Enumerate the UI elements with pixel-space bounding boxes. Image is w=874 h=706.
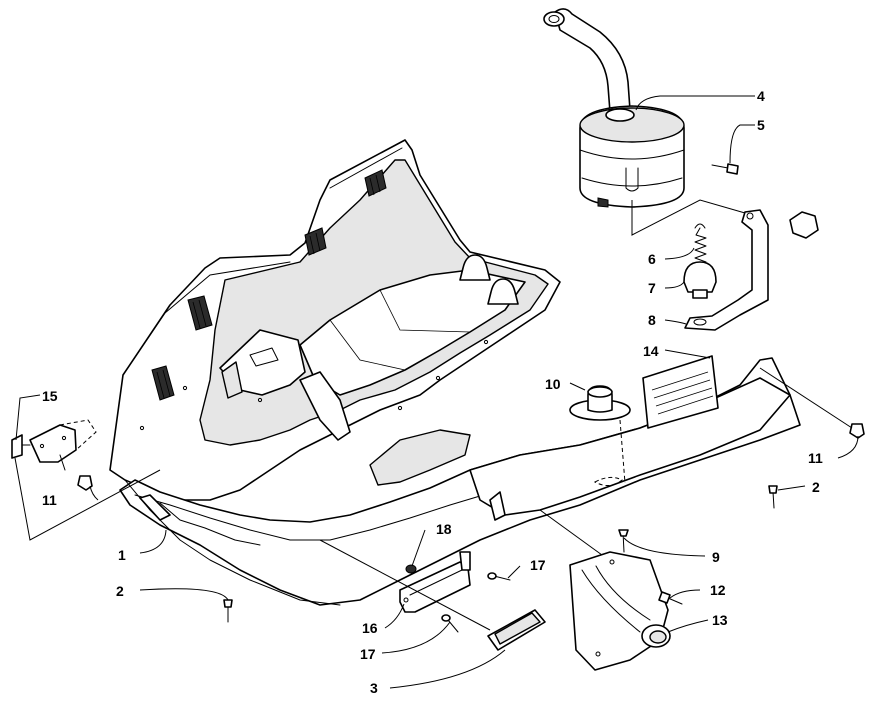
callout-4: 4 xyxy=(757,88,765,104)
rivet-part-2b xyxy=(768,485,778,509)
grommet-part-7 xyxy=(683,261,717,299)
callout-5: 5 xyxy=(757,117,765,133)
screw-part-5 xyxy=(711,163,739,175)
callout-17: 17 xyxy=(530,557,546,573)
callout-16: 16 xyxy=(362,620,378,636)
callout-10: 10 xyxy=(545,376,561,392)
bracket-part-8 xyxy=(684,209,769,331)
callout-leaders xyxy=(15,95,859,689)
callout-labels: 1 2 2 3 4 5 6 7 8 9 10 11 11 12 13 14 15… xyxy=(42,88,823,696)
callout-7: 7 xyxy=(648,280,656,296)
muffler-part xyxy=(543,8,685,208)
callout-8: 8 xyxy=(648,312,656,328)
decal-part-14 xyxy=(642,355,719,429)
callout-11: 11 xyxy=(808,450,823,466)
callout-2: 2 xyxy=(812,479,820,495)
nut-part xyxy=(789,211,819,239)
assembly-lines xyxy=(14,199,853,631)
fastener-part-11b xyxy=(849,423,865,439)
callout-3: 3 xyxy=(370,680,378,696)
belly-pan-part xyxy=(109,139,801,606)
cap-part-10 xyxy=(569,385,631,484)
washer-part-18 xyxy=(405,564,417,574)
callout-1: 1 xyxy=(118,547,126,563)
bolt-part-12 xyxy=(658,591,683,605)
callout-6: 6 xyxy=(648,251,656,267)
bolt-part-17a xyxy=(487,572,511,581)
callout-9: 9 xyxy=(712,549,720,565)
callout-14: 14 xyxy=(643,343,659,359)
fastener-part-11a xyxy=(77,475,93,491)
callout-12: 12 xyxy=(710,582,726,598)
reflector-part-3 xyxy=(487,609,546,651)
callout-18: 18 xyxy=(436,521,452,537)
bracket-part-16 xyxy=(399,551,471,613)
callout-2: 2 xyxy=(116,583,124,599)
rivet-part-2a xyxy=(223,599,233,623)
clip-part-15 xyxy=(11,419,97,471)
callout-13: 13 xyxy=(712,612,728,628)
cone-part-13 xyxy=(569,551,671,671)
callout-17: 17 xyxy=(360,646,376,662)
rivet-part-9 xyxy=(618,529,629,553)
callout-15: 15 xyxy=(42,388,58,404)
callout-11: 11 xyxy=(42,492,57,508)
